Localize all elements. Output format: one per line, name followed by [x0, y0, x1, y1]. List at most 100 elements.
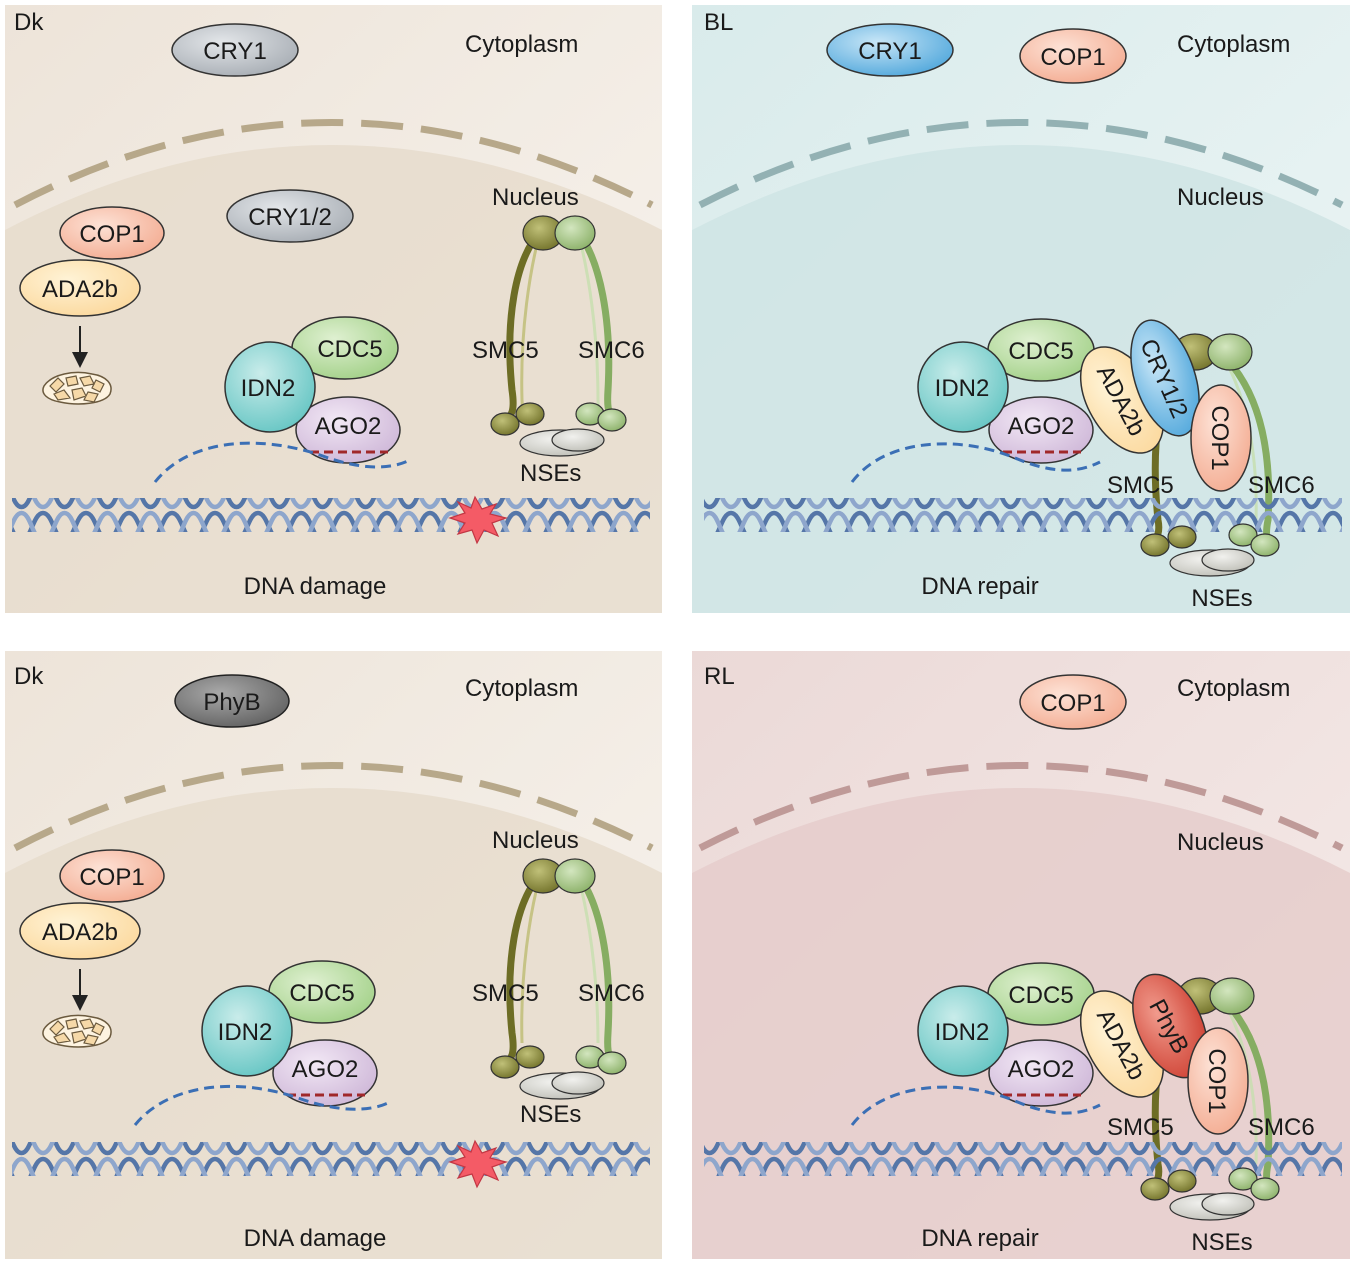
nse-subunit	[1201, 1192, 1255, 1216]
nses-label: NSEs	[1191, 585, 1252, 612]
nucleus-label: Nucleus	[492, 827, 579, 854]
phyb-label: PhyB	[203, 689, 260, 716]
nuclear-envelope	[13, 119, 654, 209]
ago2-protein	[988, 396, 1094, 464]
nucleus-label: Nucleus	[492, 184, 579, 211]
ago2-label: AGO2	[1008, 413, 1075, 440]
smc5-head	[490, 412, 520, 436]
dna-helix	[12, 498, 650, 532]
cop1-cytoplasmic-protein	[1019, 674, 1127, 730]
dna-helix	[12, 1142, 650, 1176]
degraded-protein-icon	[42, 371, 112, 405]
ada2b-label: ADA2b	[42, 276, 118, 303]
degraded-protein-icon	[42, 1014, 112, 1048]
smc5-label: SMC5	[1107, 1114, 1174, 1141]
smc6-hinge	[554, 215, 596, 251]
condition-label: Dk	[14, 9, 44, 36]
cop1-cytoplasmic-label: COP1	[1040, 690, 1105, 717]
nses-label: NSEs	[520, 460, 581, 487]
smc6-head	[1228, 1167, 1258, 1191]
smc5-head	[1140, 1177, 1170, 1201]
ago2-protein	[988, 1039, 1094, 1107]
nses-label: NSEs	[1191, 1229, 1252, 1256]
arrow-head-icon	[72, 995, 88, 1011]
nse-subunit	[551, 428, 605, 452]
cop1-protein	[1190, 384, 1252, 492]
cop1-label: COP1	[79, 221, 144, 248]
nuclear-envelope	[698, 119, 1344, 209]
idn2-protein	[201, 985, 293, 1077]
panel-top-left: Dk Cytoplasm Nucleus CRY1 CRY1/2 COP1 AD…	[5, 5, 662, 613]
cop1-cytoplasmic-protein	[1019, 28, 1127, 84]
smc6-hinge	[1209, 977, 1255, 1015]
smc5-label: SMC5	[472, 337, 539, 364]
cop1-protein	[59, 849, 165, 903]
scaffold-rna	[850, 1085, 1101, 1126]
scaffold-rna	[153, 441, 411, 483]
smc6-head	[1250, 533, 1280, 557]
smc6-label: SMC6	[578, 337, 645, 364]
scaffold-rna	[850, 442, 1101, 483]
cdc5-label: CDC5	[1008, 982, 1073, 1009]
nucleus-region	[5, 788, 662, 1259]
smc6-label: SMC6	[578, 980, 645, 1007]
nucleus-label: Nucleus	[1177, 829, 1264, 856]
cytoplasm-label: Cytoplasm	[465, 675, 578, 702]
cdc5-label: CDC5	[317, 336, 382, 363]
outcome-label: DNA damage	[244, 573, 387, 600]
ada2b-protein	[19, 902, 141, 960]
panel-bottom-left: Dk Cytoplasm Nucleus PhyB COP1 ADA2b CDC…	[5, 651, 662, 1259]
nses-label: NSEs	[520, 1101, 581, 1128]
smc5-head	[1167, 1169, 1197, 1193]
idn2-label: IDN2	[935, 1019, 990, 1046]
panel-top-right: BL Cytoplasm Nucleus CRY1 COP1 CDC5 ADA2…	[692, 5, 1350, 613]
smc5-head	[515, 1045, 545, 1069]
smc6-label: SMC6	[1248, 472, 1315, 499]
ada2b-protein	[19, 259, 141, 317]
smc6-head	[597, 408, 627, 432]
idn2-protein	[917, 341, 1009, 433]
ago2-protein	[272, 1039, 378, 1107]
cry1-protein	[171, 23, 299, 77]
cry1-protein	[826, 23, 954, 77]
cdc5-label: CDC5	[289, 980, 354, 1007]
ago2-label: AGO2	[1008, 1056, 1075, 1083]
smc6-head	[1228, 523, 1258, 547]
smc6-head	[1250, 1177, 1280, 1201]
smc5-head	[1140, 533, 1170, 557]
arrow-head-icon	[72, 352, 88, 368]
idn2-protein	[917, 985, 1009, 1077]
dna-damage-icon	[448, 495, 509, 545]
cop1-label: COP1	[1203, 1048, 1230, 1113]
condition-label: RL	[704, 663, 735, 690]
idn2-label: IDN2	[935, 375, 990, 402]
cry1-label: CRY1	[203, 38, 267, 65]
cop1-cytoplasmic-label: COP1	[1040, 44, 1105, 71]
cry12-protein	[226, 189, 354, 243]
scaffold-rna	[133, 1084, 389, 1126]
cop1-label: COP1	[79, 864, 144, 891]
cop1-protein	[1187, 1027, 1249, 1135]
ada2b-label: ADA2b	[42, 919, 118, 946]
ago2-label: AGO2	[315, 413, 382, 440]
cop1-label: COP1	[1206, 405, 1233, 470]
smc5-label: SMC5	[1107, 472, 1174, 499]
smc6-hinge	[1207, 333, 1253, 371]
outcome-label: DNA repair	[921, 573, 1038, 600]
nuclear-envelope	[698, 762, 1344, 852]
idn2-label: IDN2	[218, 1019, 273, 1046]
ago2-label: AGO2	[292, 1056, 359, 1083]
ago2-protein	[295, 396, 401, 464]
nse-subunit	[1201, 548, 1255, 572]
outcome-label: DNA damage	[244, 1225, 387, 1252]
smc5-head	[490, 1055, 520, 1079]
cytoplasm-label: Cytoplasm	[1177, 31, 1290, 58]
nuclear-envelope	[13, 762, 654, 852]
smc5-head	[515, 402, 545, 426]
cop1-protein	[59, 206, 165, 260]
cry12-label: CRY1/2	[248, 204, 332, 231]
cytoplasm-label: Cytoplasm	[1177, 675, 1290, 702]
phyb-protein	[174, 674, 290, 728]
cry12-protein	[1130, 319, 1200, 437]
